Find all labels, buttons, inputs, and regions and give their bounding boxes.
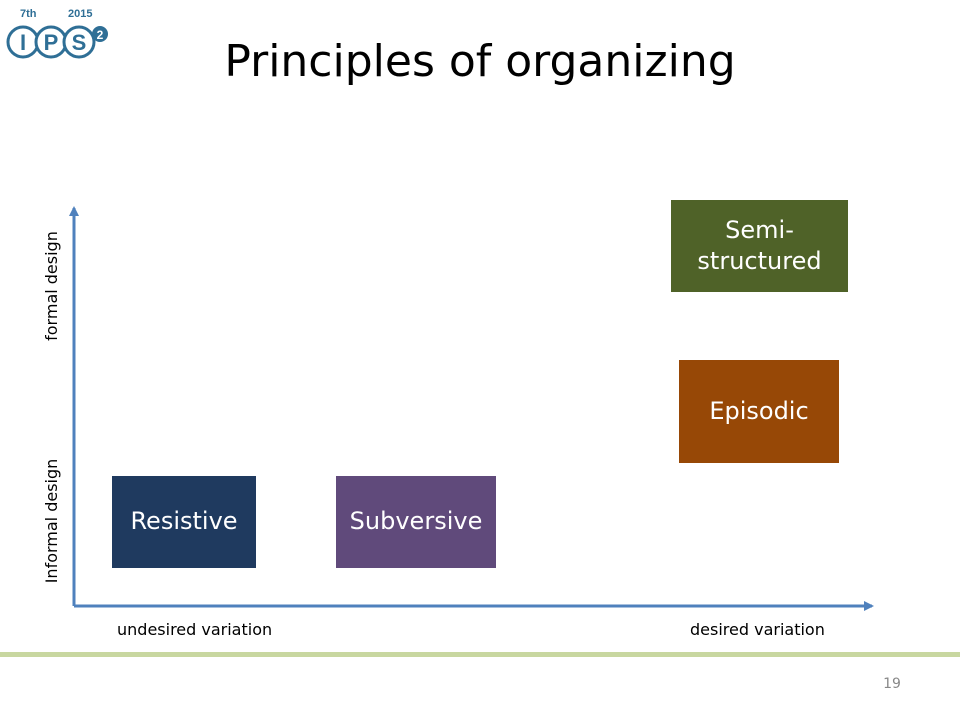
- x-axis-label-desired-variation: desired variation: [690, 620, 825, 639]
- page-number: 19: [883, 676, 901, 692]
- x-axis-label-undesired-variation: undesired variation: [117, 620, 273, 639]
- logo-letter-p: P: [44, 30, 59, 55]
- ips2-logo: 7th 2015 I P S 2: [6, 8, 108, 59]
- y-axis-label-formal-design: formal design: [42, 231, 61, 341]
- logo-badge: [92, 26, 108, 42]
- footer-divider: [0, 652, 960, 657]
- slide-title: Principles of organizing: [224, 36, 736, 87]
- logo-superscript: 7th: [20, 8, 37, 20]
- box-subversive: Subversive: [336, 476, 496, 568]
- logo-badge-number: 2: [97, 28, 104, 42]
- box-episodic: Episodic: [679, 360, 839, 463]
- y-axis-label-informal-design: Informal design: [42, 458, 61, 584]
- logo-letter-i: I: [20, 30, 26, 55]
- logo-year: 2015: [68, 8, 92, 20]
- logo-letter-s: S: [72, 30, 87, 55]
- box-resistive: Resistive: [112, 476, 256, 568]
- logo-circle-s: [62, 25, 96, 59]
- box-semi-structured: Semi-structured: [671, 200, 848, 292]
